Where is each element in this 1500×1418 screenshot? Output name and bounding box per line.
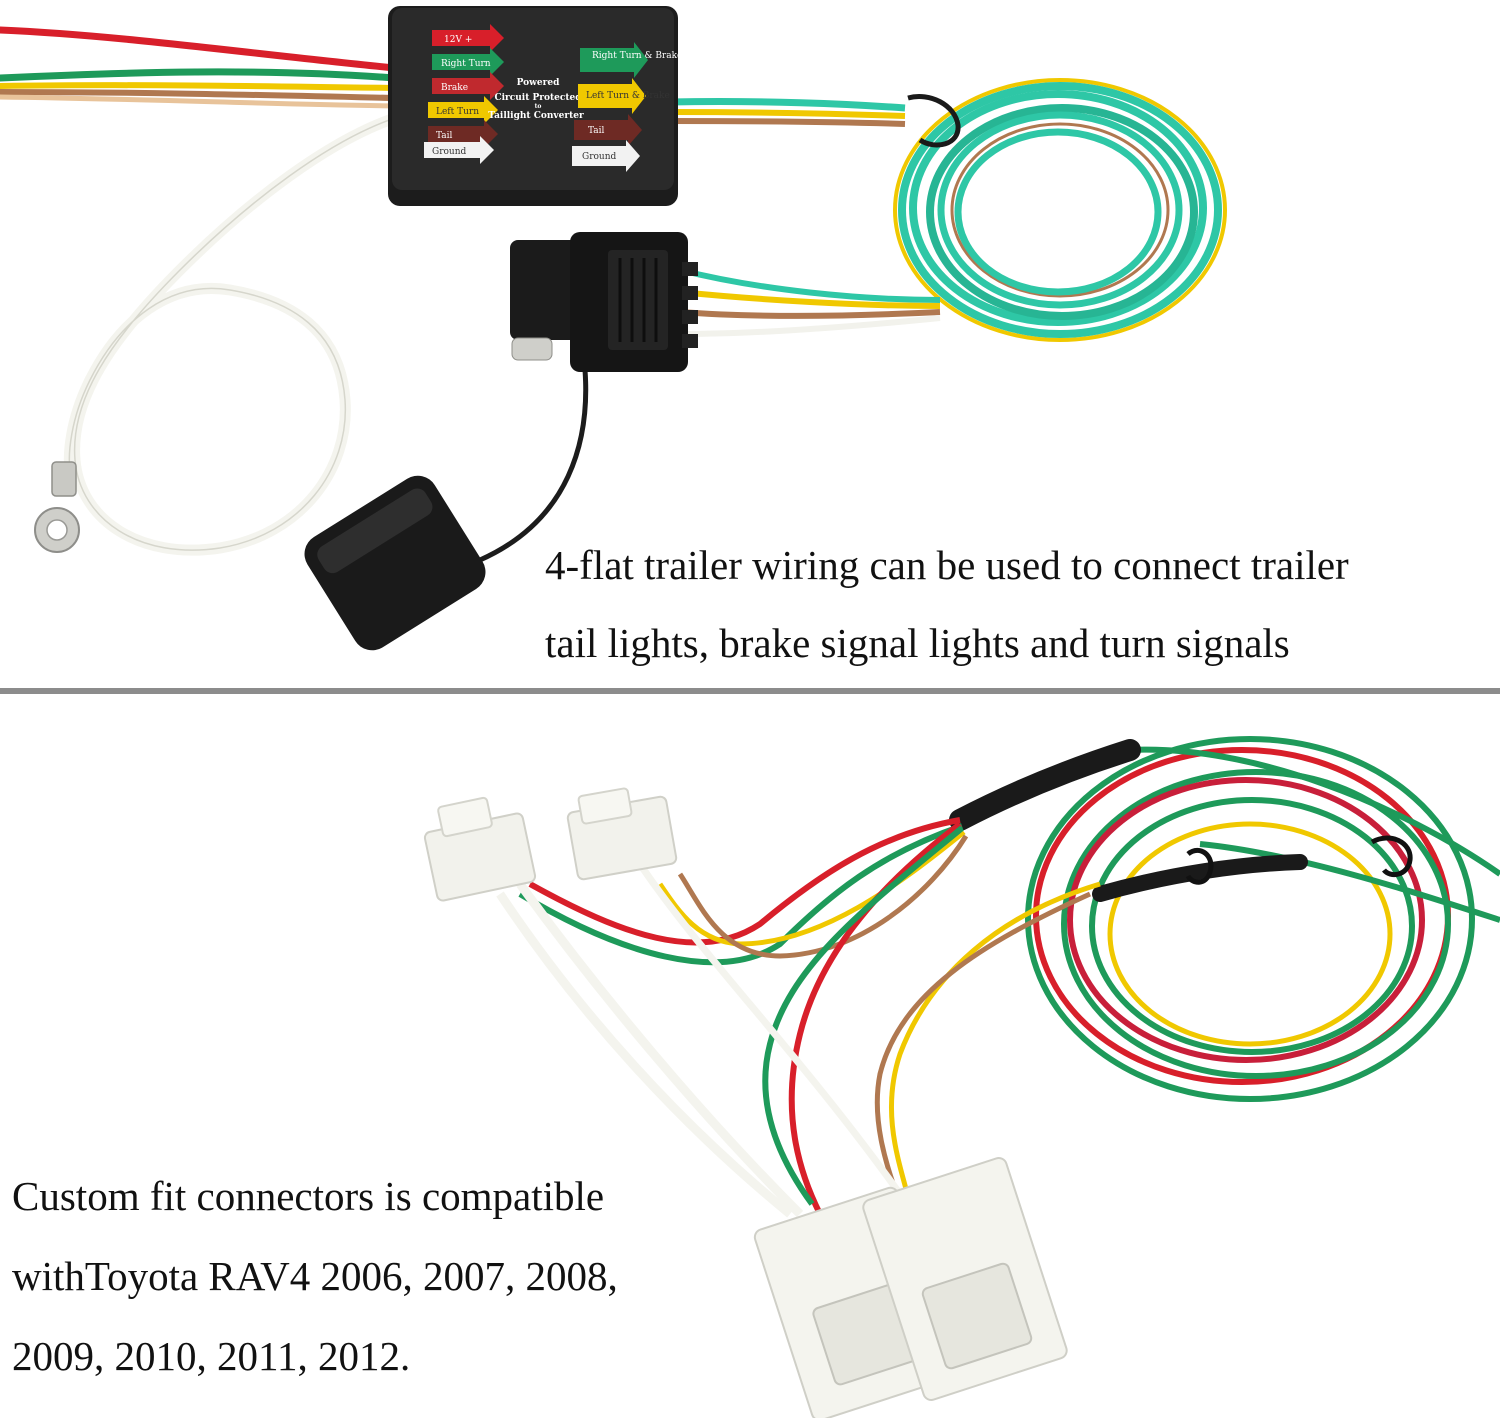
top-caption-line-1: 4-flat trailer wiring can be used to con…: [545, 542, 1349, 588]
four-flat-connector-icon: [510, 232, 698, 372]
ring-terminal-icon: [34, 461, 80, 553]
lower-connector-right-icon: [862, 1157, 1068, 1401]
svg-text:Left Turn & Brake: Left Turn & Brake: [586, 91, 670, 101]
output-arrow-tail: Tail: [574, 114, 642, 146]
svg-text:Ground: Ground: [432, 147, 467, 157]
svg-text:Right Turn & Brake: Right Turn & Brake: [592, 51, 682, 61]
svg-text:Brake: Brake: [441, 83, 468, 93]
svg-text:Tail: Tail: [588, 126, 605, 136]
cable-tie-icon: [1185, 835, 1413, 885]
upper-connector-right-icon: [566, 787, 678, 881]
top-caption: 4-flat trailer wiring can be used to con…: [545, 526, 1349, 682]
output-arrow-right-turn-brake: Right Turn & Brake: [580, 42, 682, 78]
input-arrow-left-turn: Left Turn: [428, 96, 498, 124]
input-arrow-12v: 12V +: [432, 24, 504, 52]
top-caption-line-2: tail lights, brake signal lights and tur…: [545, 620, 1290, 666]
svg-text:Tail: Tail: [436, 131, 453, 141]
harness-right-tails: [1129, 746, 1500, 923]
top-product-panel: 12V + Right Turn Brake Left Turn Tail Gr…: [0, 0, 1500, 688]
harness-lower-wires: [496, 821, 1101, 1218]
svg-text:Right Turn: Right Turn: [441, 59, 491, 69]
converter-title-line-2: Circuit Protected: [494, 93, 582, 103]
output-wire-bundle: [669, 97, 906, 127]
converter-title-line-4: Taillight Converter: [488, 111, 584, 121]
upper-connector-left-icon: [423, 796, 537, 902]
svg-text:Left Turn: Left Turn: [436, 107, 479, 117]
cable-tie-icon: [907, 94, 961, 148]
bottom-wiring-illustration: [423, 736, 1500, 1418]
output-arrow-left-turn-brake: Left Turn & Brake: [578, 78, 670, 114]
connector-lead-wires: [679, 267, 941, 337]
converter-box: 12V + Right Turn Brake Left Turn Tail Gr…: [388, 6, 682, 206]
connector-cap-tether: [304, 369, 589, 651]
top-wiring-illustration: 12V + Right Turn Brake Left Turn Tail Gr…: [0, 6, 1227, 651]
input-wire-bundle: [0, 26, 399, 109]
bottom-caption-line-3: 2009, 2010, 2011, 2012.: [12, 1333, 411, 1379]
panel-divider: [0, 688, 1500, 694]
bottom-product-panel: [0, 694, 1500, 1418]
heat-shrink-sheath: [949, 739, 1308, 902]
teal-wire-coil: [893, 78, 1227, 342]
output-arrow-ground: Ground: [572, 140, 640, 172]
bottom-caption-line-2: withToyota RAV4 2006, 2007, 2008,: [12, 1253, 618, 1299]
input-arrow-right-turn: Right Turn: [432, 48, 504, 76]
harness-upper-wires: [518, 817, 969, 966]
svg-text:12V +: 12V +: [444, 35, 472, 45]
bottom-caption-line-1: Custom fit connectors is compatible: [12, 1173, 605, 1219]
svg-text:Ground: Ground: [582, 152, 617, 162]
ground-wire: [63, 112, 401, 556]
converter-title-line-1: Powered: [517, 78, 560, 88]
input-arrow-brake: Brake: [432, 72, 504, 100]
input-arrow-ground: Ground: [424, 136, 494, 164]
harness-wire-coil: [1025, 736, 1475, 1102]
bottom-caption: Custom fit connectors is compatible with…: [12, 1156, 618, 1396]
converter-title-line-3: to: [535, 103, 542, 110]
